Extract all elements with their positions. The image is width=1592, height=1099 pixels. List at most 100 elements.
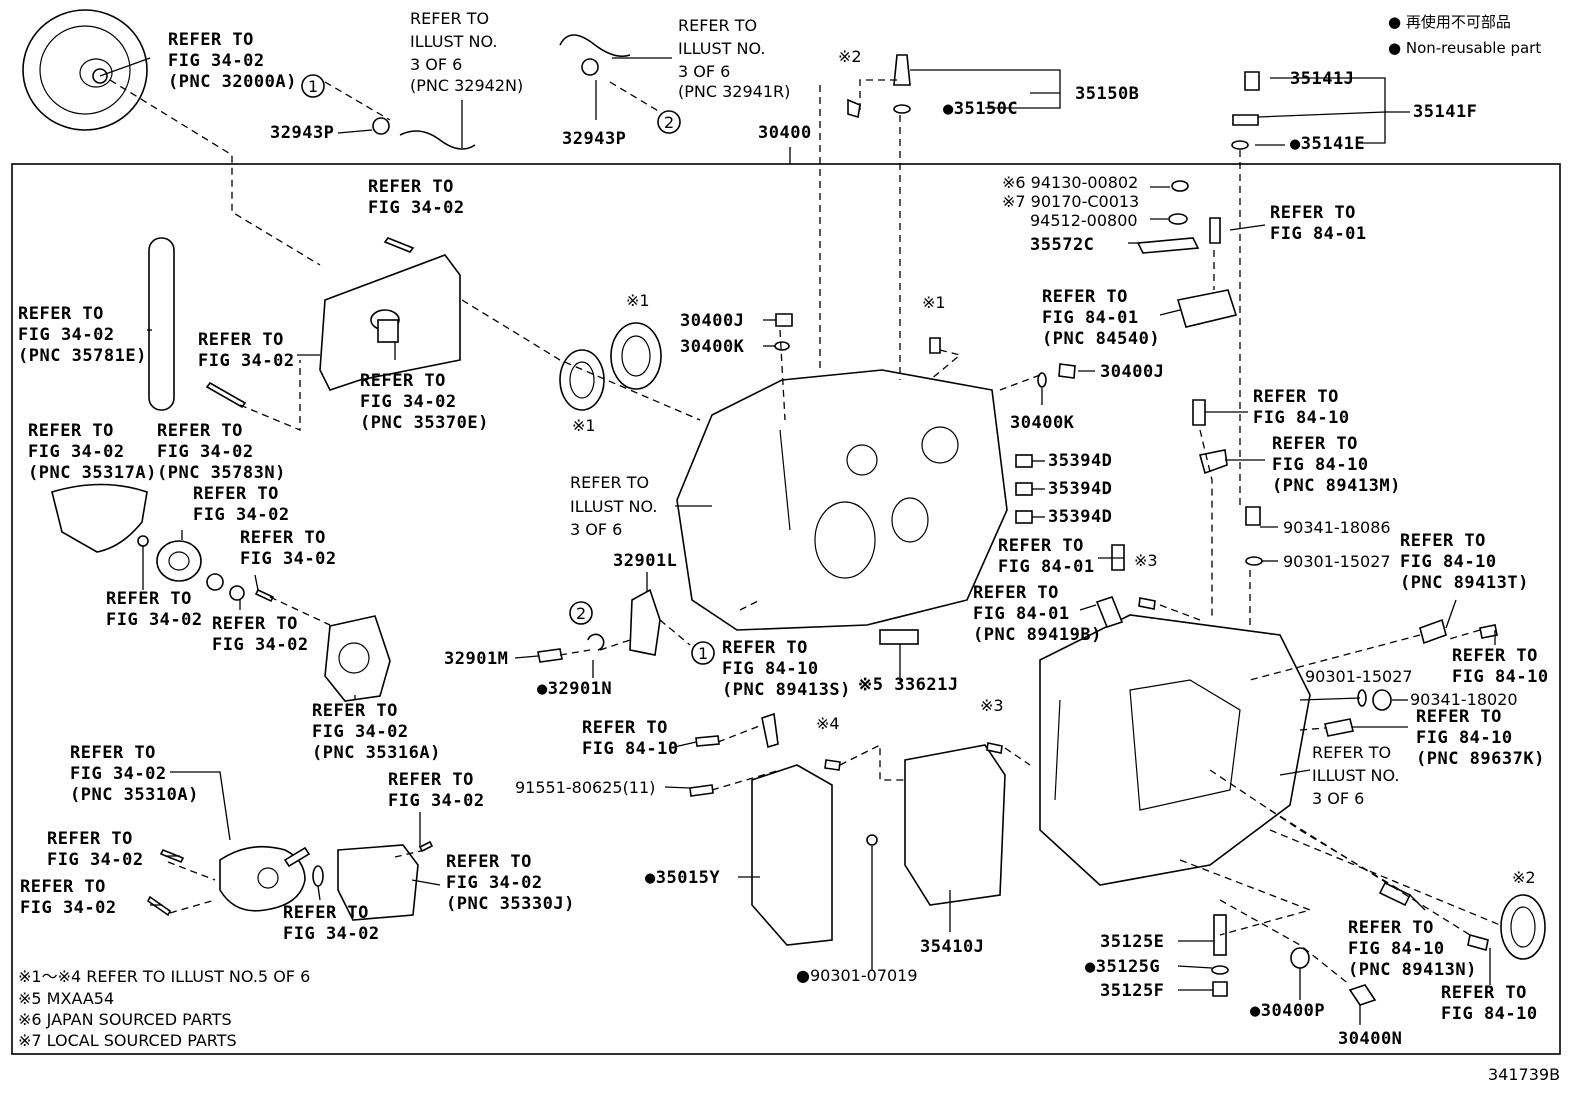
bolt-8410a-drawing [695,735,720,747]
callout-35125g[interactable]: ●35125G [1085,957,1160,977]
ref-bolt-left[interactable]: REFER TO FIG 34-02 [198,330,295,371]
ref-gear-35783n[interactable]: REFER TO FIG 34-02 (PNC 35783N) [157,421,286,483]
ref-ring-b[interactable]: REFER TO FIG 34-02 [283,903,380,944]
callout-35141f[interactable]: 35141F [1413,102,1477,122]
pin-32901m-drawing [537,648,563,663]
svg-text:REFER TO: REFER TO [678,16,757,35]
ref-sensor-89413n[interactable]: REFER TO FIG 84-10 (PNC 89413N) [1348,918,1477,980]
chain-drawing [148,237,175,411]
callout-90301-15027-a[interactable]: 90301-15027 [1283,552,1391,571]
callout-35394d-a[interactable]: 35394D [1048,451,1112,471]
callout-35150c[interactable]: ●35150C [943,99,1018,119]
callout-35572c[interactable]: 35572C [1030,235,1094,255]
legend-jp: ● 再使用不可部品 [1388,13,1511,31]
ref-bolt-8401-b[interactable]: REFER TO FIG 84-01 [998,536,1095,577]
callout-35125f[interactable]: 35125F [1100,981,1164,1001]
bracket-32901l-drawing [629,588,661,656]
ref-bolt-8410-c[interactable]: REFER TO FIG 84-10 [1452,646,1549,687]
ref-bolt-top[interactable]: REFER TO FIG 34-02 [368,177,465,218]
svg-text:REFER TO: REFER TO [193,484,279,504]
ref-bolt-8410-d[interactable]: REFER TO FIG 84-10 [1441,983,1538,1024]
ref-snap-b[interactable]: REFER TO FIG 34-02 [212,614,309,655]
svg-text:1: 1 [698,644,708,663]
callout-94130[interactable]: ※6 94130-00802 [1002,173,1138,192]
callout-90301-07019[interactable]: ●90301-07019 [796,966,918,985]
callout-35141j[interactable]: 35141J [1290,69,1354,89]
svg-text:(PNC 89413T): (PNC 89413T) [1400,573,1529,593]
mark-1-bolt: ※1 [922,293,946,312]
svg-text:FIG 34-02: FIG 34-02 [47,850,144,870]
callout-90301-15027-b[interactable]: 90301-15027 [1305,667,1413,686]
ref-chain[interactable]: REFER TO FIG 34-02 (PNC 35781E) [18,304,147,366]
callout-30400k-a[interactable]: 30400K [680,337,745,357]
ref-cover-35316a[interactable]: REFER TO FIG 34-02 (PNC 35316A) [312,701,441,763]
callout-35394d-c[interactable]: 35394D [1048,507,1112,527]
svg-text:FIG 34-02: FIG 34-02 [388,791,485,811]
plug-90341-18020-drawing [1372,689,1392,711]
svg-text:FIG 34-02: FIG 34-02 [193,505,290,525]
ref-pump-35310a[interactable]: REFER TO FIG 34-02 (PNC 35310A) [70,743,199,805]
callout-35150b[interactable]: 35150B [1075,84,1139,104]
callout-30400[interactable]: 30400 [758,123,812,143]
bolt-m3a-drawing [1138,597,1156,610]
callout-32901m[interactable]: 32901M [444,649,508,669]
callout-90341-18086[interactable]: 90341-18086 [1283,518,1391,537]
ref-bolt-8401-a[interactable]: REFER TO FIG 84-01 [1270,203,1367,244]
ref-ring-a[interactable]: REFER TO FIG 34-02 [193,484,290,525]
callout-32943p-a[interactable]: 32943P [270,123,334,143]
ref-bolt-c[interactable]: REFER TO FIG 34-02 [47,829,144,870]
o-ring-valve-drawing [866,834,878,846]
callout-30400j-a[interactable]: 30400J [680,311,744,331]
ref-sensor-89419b[interactable]: REFER TO FIG 84-01 (PNC 89419B) [973,583,1102,645]
ref-snap-a[interactable]: REFER TO FIG 34-02 [106,589,203,630]
callout-35141e[interactable]: ●35141E [1290,134,1365,154]
ref-hose-32941r[interactable]: REFER TO ILLUST NO. 3 OF 6 (PNC 32941R) [678,16,790,101]
callout-30400n[interactable]: 30400N [1338,1029,1402,1049]
callout-30400k-b[interactable]: 30400K [1010,413,1075,433]
ref-bolt-8410-a[interactable]: REFER TO FIG 84-10 [582,718,679,759]
ref-sensor-89413t[interactable]: REFER TO FIG 84-10 (PNC 89413T) [1400,531,1529,593]
callout-35394d-b[interactable]: 35394D [1048,479,1112,499]
valve-body-drawing [904,744,1006,906]
diagram-id: 341739B [1488,1065,1560,1084]
footnote-4: ※7 LOCAL SOURCED PARTS [18,1031,237,1050]
ref-sensor-89413m[interactable]: REFER TO FIG 84-10 (PNC 89413M) [1272,434,1401,496]
svg-text:REFER TO: REFER TO [1452,646,1538,666]
ref-cover-35317a[interactable]: REFER TO FIG 34-02 (PNC 35317A) [28,421,157,483]
callout-30400j-b[interactable]: 30400J [1100,362,1164,382]
ref-plate-35370e[interactable]: REFER TO FIG 34-02 (PNC 35370E) [360,371,489,433]
bolt-m2-drawing [847,98,861,119]
callout-35410j[interactable]: 35410J [920,937,984,957]
callout-32901n[interactable]: ●32901N [537,679,612,699]
callout-33621j[interactable]: ※5 33621J [858,675,959,695]
bolt-8401-drawing [1209,217,1221,244]
ref-hose-32942n[interactable]: REFER TO ILLUST NO. 3 OF 6 (PNC 32942N) [410,9,523,95]
callout-32943p-b[interactable]: 32943P [562,129,626,149]
gasket-35141e-drawing [1231,140,1249,150]
callout-32901l[interactable]: 32901L [613,551,677,571]
callout-91551[interactable]: 91551-80625(11) [515,778,655,797]
svg-text:REFER TO: REFER TO [240,528,326,548]
ref-illust-3of6-right[interactable]: REFER TO ILLUST NO. 3 OF 6 [1312,743,1399,808]
callout-94512[interactable]: 94512-00800 [1030,211,1138,230]
ref-bolt-d[interactable]: REFER TO FIG 34-02 [20,877,117,918]
callout-30400p[interactable]: ●30400P [1250,1001,1325,1021]
callout-35125e[interactable]: 35125E [1100,932,1164,952]
ref-sensor-89637k[interactable]: REFER TO FIG 84-10 (PNC 89637K) [1416,707,1545,769]
callout-90170[interactable]: ※7 90170-C0013 [1002,192,1139,211]
ref-illust-3of6-center[interactable]: REFER TO ILLUST NO. 3 OF 6 [570,473,657,539]
cover-35316a-drawing [324,615,391,702]
ref-bolt-e[interactable]: REFER TO FIG 34-02 [388,770,485,811]
ref-bolt-8410-b[interactable]: REFER TO FIG 84-10 [1253,387,1350,428]
svg-text:FIG 84-10: FIG 84-10 [1416,728,1513,748]
ref-strainer-35330j[interactable]: REFER TO FIG 34-02 (PNC 35330J) [446,852,575,914]
ref-bolt-b[interactable]: REFER TO FIG 34-02 [240,528,337,569]
dashed-assembly-lines [109,79,1501,986]
ref-switch-84540[interactable]: REFER TO FIG 84-01 (PNC 84540) [1042,287,1160,349]
mark-1-seal-bottom: ※1 [572,416,596,435]
svg-text:(PNC 89413N): (PNC 89413N) [1348,960,1477,980]
callout-35015y[interactable]: ●35015Y [645,868,720,888]
ref-torque-converter[interactable]: REFER TO FIG 34-02 (PNC 32000A) [168,30,297,92]
ref-sensor-89413s[interactable]: REFER TO FIG 84-10 (PNC 89413S) [722,638,851,700]
callout-90341-18020[interactable]: 90341-18020 [1410,690,1518,709]
